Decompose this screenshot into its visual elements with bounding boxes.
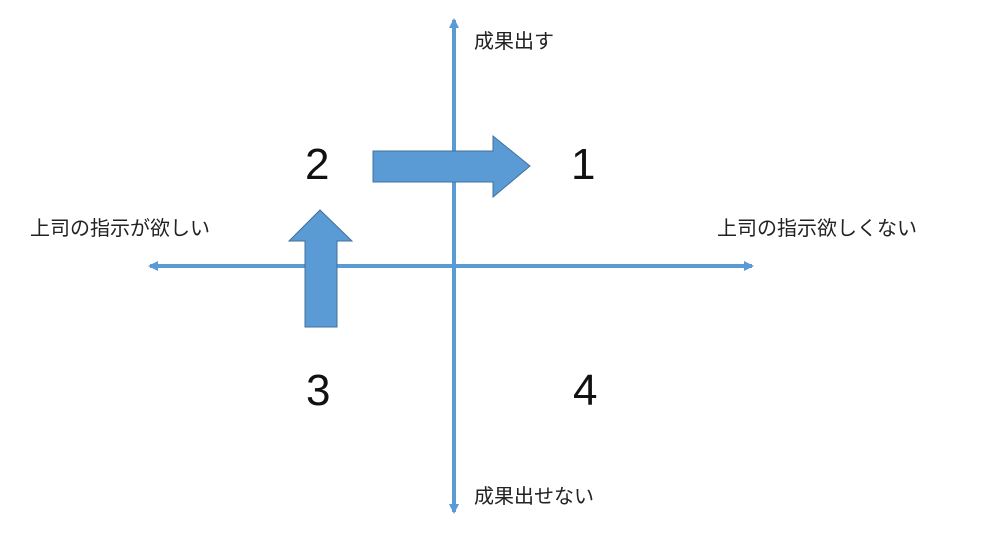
arrow-up-shape — [287, 209, 354, 328]
axis-label-bottom: 成果出せない — [474, 484, 594, 508]
axis-label-right: 上司の指示欲しくない — [717, 216, 917, 240]
axis-label-left: 上司の指示が欲しい — [30, 216, 210, 240]
quadrant-4-number: 4 — [573, 366, 598, 415]
quadrant-3-number: 3 — [306, 366, 331, 415]
arrow-right-shape — [372, 134, 531, 199]
axis-label-top: 成果出す — [474, 29, 554, 53]
quadrant-1-number: 1 — [571, 140, 596, 189]
quadrant-2-number: 2 — [305, 140, 330, 189]
